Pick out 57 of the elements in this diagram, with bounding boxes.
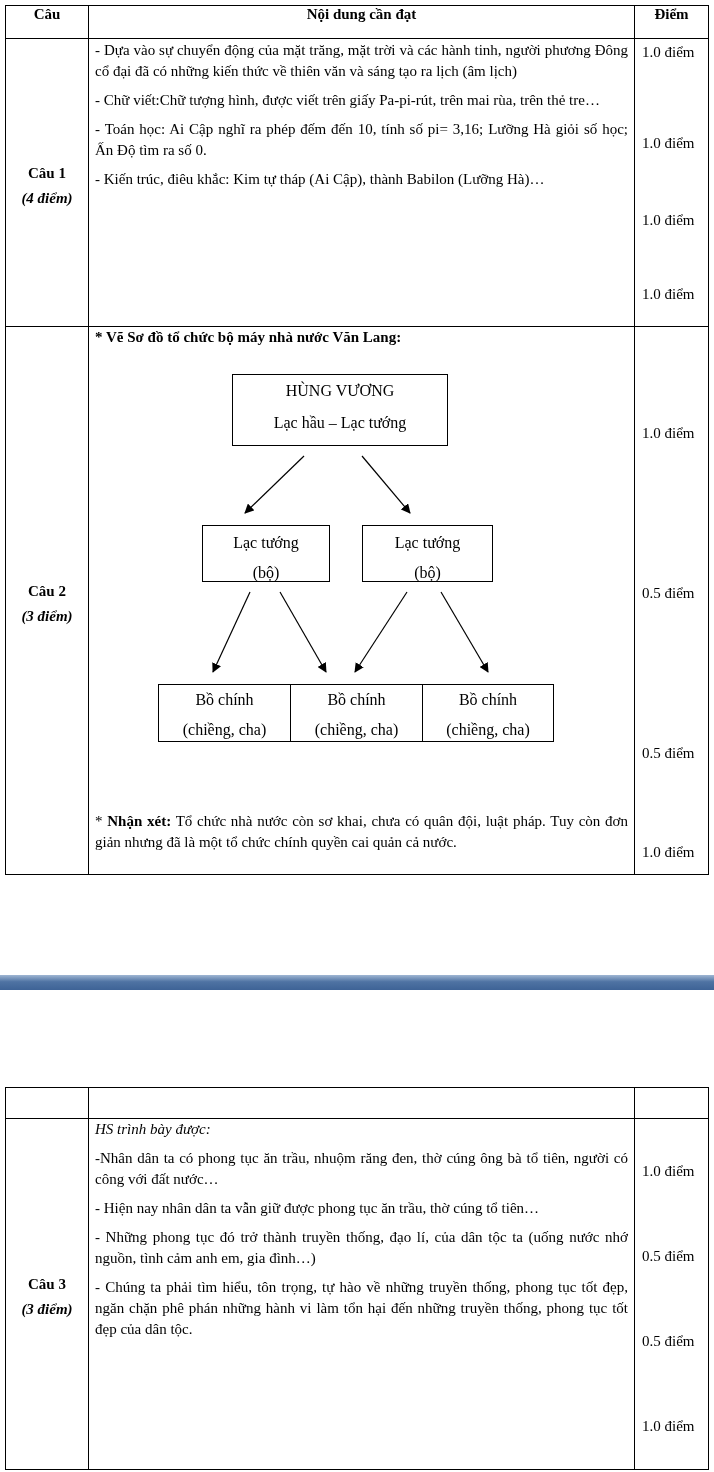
box-text: Lạc tướng (233, 534, 299, 552)
arrow (354, 591, 408, 673)
answer-text: HS trình bày được: (94, 1120, 212, 1139)
arrow (279, 591, 327, 673)
question-label: Câu 1 (27, 163, 67, 183)
score-text: 1.0 điểm (642, 43, 695, 62)
org-box (422, 684, 554, 742)
chart-title: * Vẽ Sơ đồ tổ chức bộ máy nhà nước Văn Lang: (94, 328, 403, 347)
answer-text: - Chữ viết:Chữ tượng hình, được viết trên giấy Pa-pi-rút, trên mai rùa, trên thẻ tre… (94, 91, 601, 110)
box-text: Bồ chính (327, 691, 386, 709)
arrow (361, 455, 411, 514)
column-header: Điểm (654, 6, 689, 22)
score-text: 0.5 điểm (642, 584, 695, 603)
answer-text: - Kiến trúc, điêu khắc: Kim tự tháp (Ai Cập), thành Babilon (Lưỡng Hà)… (94, 170, 546, 189)
box-text: Lạc tướng (394, 534, 461, 552)
org-box (158, 684, 291, 742)
arrow (440, 591, 489, 673)
arrow (244, 455, 305, 514)
box-text: Bồ chính (195, 691, 254, 709)
answer-text: - Dựa vào sự chuyển động của mặt trăng, mặt trời và các hành tinh, người phương Đông cổ đại đã có những kiến thức về thiên văn và sáng tạo ra lịch (âm lịch) (94, 41, 629, 81)
section-divider-bar (0, 975, 714, 990)
score-text: 1.0 điểm (642, 211, 695, 230)
box-text: (bộ) (252, 564, 280, 582)
box-text: Lạc hầu – Lạc tướng (273, 414, 407, 432)
score-text: 1.0 điểm (642, 1162, 695, 1181)
score-text: 0.5 điểm (642, 1332, 695, 1351)
box-text: Bồ chính (458, 691, 518, 709)
score-text: 0.5 điểm (642, 1247, 695, 1266)
org-box (362, 525, 493, 582)
score-text: 1.0 điểm (642, 843, 695, 862)
box-text: (bộ) (414, 564, 441, 582)
answer-text: - Những phong tục đó trở thành truyền thống, đạo lí, của dân tộc ta (uống nước nhớ nguồn, tình cảm anh em, gia đình…) (94, 1228, 629, 1268)
org-box (290, 684, 423, 742)
answer-text: - Toán học: Ai Cập nghĩ ra phép đếm đến 10, tính số pi= 3,16; Lưỡng Hà giỏi số học; Ấn Độ tìm ra số 0. (94, 120, 629, 160)
box-text: HÙNG VƯƠNG (285, 382, 395, 400)
question-label: Câu 3 (27, 1275, 67, 1294)
score-text: 1.0 điểm (642, 1417, 695, 1436)
answer-text: - Chúng ta phải tìm hiểu, tôn trọng, tự hào về những truyền thống, phong tục tốt đẹp, ngăn chặn phê phán những hành vi làm tổn hại đến những truyền thống, phong tục tốt đẹp của dân tộc. (94, 1278, 629, 1339)
box-text: (chiềng, cha) (182, 721, 267, 739)
answer-text: -Nhân dân ta có phong tục ăn trầu, nhuộm răng đen, thờ cúng ông bà tổ tiên, người có công với đất nước… (94, 1149, 629, 1189)
column-header: Câu (33, 6, 61, 22)
points-label: (4 điểm) (20, 188, 74, 208)
question-label: Câu 2 (27, 581, 67, 601)
points-label: (3 điểm) (20, 1300, 74, 1319)
points-label: (3 điểm) (20, 606, 74, 626)
box-text: (chiềng, cha) (446, 721, 530, 739)
arrow (212, 591, 251, 673)
answer-text: - Hiện nay nhân dân ta vẫn giữ được phong tục ăn trầu, thờ cúng tổ tiên… (94, 1199, 541, 1218)
score-text: 0.5 điểm (642, 744, 695, 763)
org-box (232, 374, 448, 446)
score-text: 1.0 điểm (642, 134, 695, 153)
answer-text: *Nhận xét: Tổ chức nhà nước còn sơ khai, chưa có quân đội, luật pháp. Tuy còn đơn giản nhưng đã là một tổ chức chính quyền cai quản cả nước. (94, 812, 629, 852)
column-header: Nội dung cần đạt (306, 6, 417, 22)
box-text: (chiềng, cha) (314, 721, 399, 739)
score-text: 1.0 điểm (642, 285, 695, 304)
org-box (202, 525, 330, 582)
score-text: 1.0 điểm (642, 424, 695, 443)
